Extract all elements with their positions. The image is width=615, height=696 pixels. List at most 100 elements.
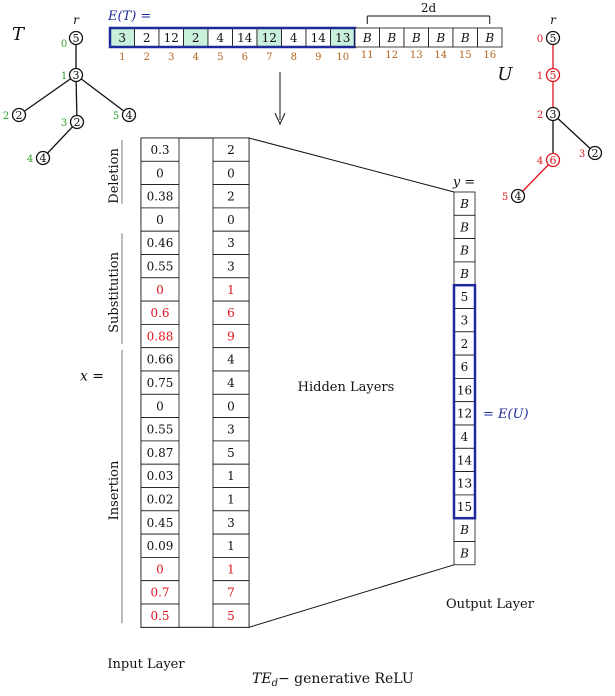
padding-label: 2d [421,1,437,15]
tree-u-node-index: 1 [537,71,543,82]
input-left-value: 0.3 [150,143,169,157]
tree-t-node-index: 2 [3,111,9,122]
tree-u-name: U [497,64,513,85]
encoding-cell-value: 2 [143,31,151,45]
tree-t-node-index: 0 [61,39,67,50]
padding-cell-value: B [484,31,494,45]
encoding-index: 2 [144,52,150,63]
tree-t-node-index: 3 [61,118,67,129]
input-right-value: 3 [227,260,235,274]
input-left-value: 0 [156,166,164,180]
input-right-value: 0 [227,399,235,413]
tree-t-node-index: 4 [27,154,33,165]
input-right-value: 1 [227,562,235,576]
tree-t-node-value: 2 [16,109,23,122]
section-label: Deletion [107,148,122,204]
eu-label: = E(U) [483,407,529,422]
encoding-index: 10 [336,52,349,63]
tree-u-node-value: 3 [550,108,557,121]
encoding-cell-value: 12 [262,31,277,45]
input-right-cell [212,603,250,628]
encoding-index: 9 [315,52,321,63]
tree-t-root-label: r [73,13,80,27]
x-label: x = [80,368,104,384]
tree-t-edge [42,121,78,159]
encoding-index: 4 [193,52,199,63]
tree-t-edge [18,74,77,116]
padding-cell-value: B [362,31,372,45]
tree-u-node [545,152,561,168]
padding-index: 13 [410,50,423,61]
tree-u-node-index: 4 [537,156,543,167]
input-right-value: 1 [227,283,235,297]
tree-u-node [545,67,561,83]
section-label: Insertion [107,460,122,520]
input-right-value: 9 [227,329,235,343]
input-layer-caption: Input Layer [107,657,185,672]
input-right-value: 1 [227,469,235,483]
tree-t-node-index: 1 [61,71,67,82]
output-layer-caption: Output Layer [446,597,535,612]
encoding-cell-value: 2 [192,31,200,45]
output-cell-value: B [459,197,469,211]
hidden-layers-label: Hidden Layers [298,380,395,395]
tree-t-edge [75,74,78,123]
input-left-value: 0.03 [147,469,174,483]
input-right-value: 1 [227,493,235,507]
encoding-index: 7 [266,52,272,63]
input-left-value: 0.38 [147,190,174,204]
input-right-value: 0 [227,166,235,180]
tree-t-node-value: 4 [40,152,47,165]
output-cell [453,541,476,566]
tree-t-node-value: 5 [73,32,80,45]
input-left-value: 0.46 [147,236,174,250]
input-left-value: 0.6 [150,306,169,320]
encoding-cell-value: 13 [335,31,350,45]
encoding-index: 5 [217,52,223,63]
output-cell-value: 6 [461,360,469,374]
tree-u-node [545,30,561,46]
output-cell-value: 15 [457,500,472,514]
tree-u-node [587,145,603,161]
caption-te: TE [252,671,272,687]
funnel-top-line [248,137,455,193]
output-cell-value: B [459,267,469,281]
tree-t-node-value: 2 [74,116,81,129]
tree-u-root-label: r [550,13,557,27]
tree-u-node-value: 5 [550,69,557,82]
padding-index: 11 [361,50,374,61]
tree-u-node [510,188,526,204]
output-cell-value: 14 [457,453,473,467]
tree-t-node-value: 4 [126,109,133,122]
tree-u-node [545,106,561,122]
encoding-index: 8 [291,52,297,63]
tree-t-node-index: 5 [113,111,119,122]
padding-cell-value: B [386,31,396,45]
tree-u-edge [517,159,554,197]
tree-t-node [68,67,84,83]
tree-t-node [68,30,84,46]
input-left-value: 0.55 [147,423,174,437]
encoding-cell-value: 4 [290,31,298,45]
input-right-value: 6 [227,306,235,320]
padding-cell-value: B [435,31,445,45]
down-arrow-head [274,112,286,126]
tree-u-node-index: 3 [579,149,585,160]
encoding-label: E(T) = [107,9,151,24]
input-right-value: 7 [227,586,235,600]
input-right-value: 3 [227,516,235,530]
input-left-value: 0 [156,213,164,227]
input-left-value: 0.7 [150,586,169,600]
caption: TEd− generative ReLU [252,671,414,689]
input-right-value: 3 [227,423,235,437]
encoding-index: 1 [119,52,125,63]
tree-u-node-value: 2 [592,147,599,160]
encoding-cell-value: 12 [164,31,179,45]
input-right-value: 5 [227,609,235,623]
input-left-value: 0.09 [147,539,174,553]
input-right-value: 2 [227,143,235,157]
encoding-cell-value: 4 [216,31,224,45]
tree-t-node [35,150,51,166]
output-cell-value: 13 [457,477,472,491]
encoding-cell-value: 14 [311,31,327,45]
